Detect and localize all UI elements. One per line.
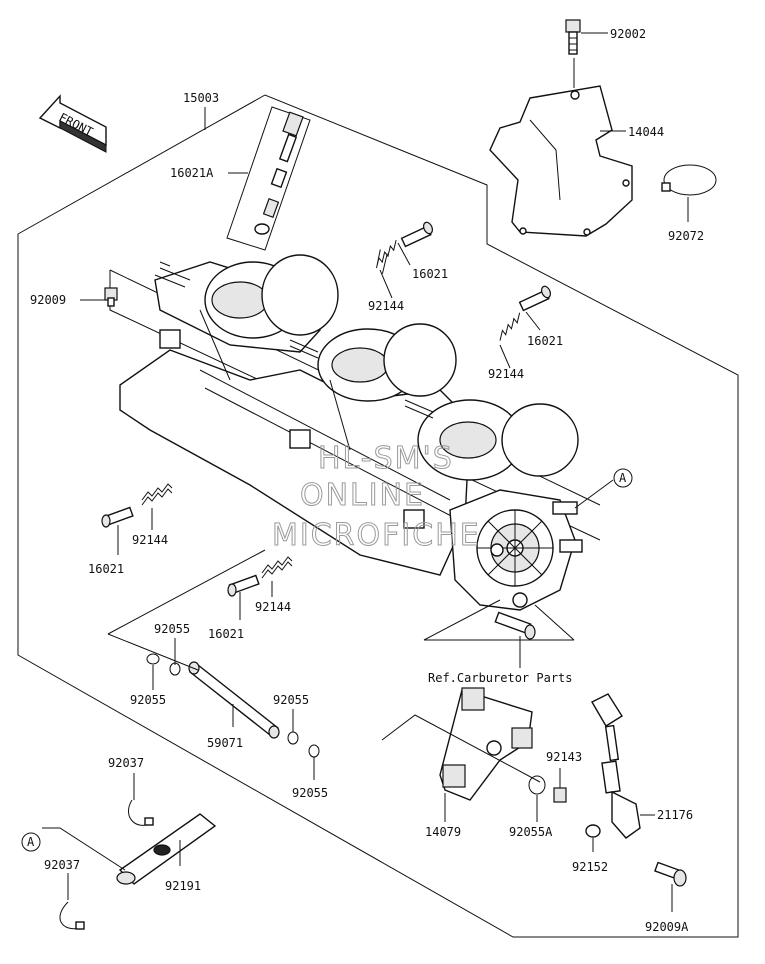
oring-92055A: [528, 775, 546, 795]
bracket-guide-line: [381, 714, 541, 783]
svg-text:A: A: [27, 835, 35, 849]
label-92144-d: 92144: [255, 600, 291, 614]
pipe-guide-line: [107, 549, 266, 635]
svg-text:ONLINE: ONLINE: [300, 478, 425, 513]
label-59071: 59071: [207, 736, 243, 750]
label-92055-b: 92055: [130, 693, 166, 707]
label-92143: 92143: [546, 750, 582, 764]
label-16021-c: 16021: [88, 562, 124, 576]
ref-bolt: [494, 611, 536, 640]
label-92055A: 92055A: [509, 825, 553, 839]
label-15003: 15003: [183, 91, 219, 105]
oring-92055-1: [146, 653, 160, 665]
label-92055-c: 92055: [273, 693, 309, 707]
label-92055-a: 92055: [154, 622, 190, 636]
label-ref-carburetor: Ref.Carburetor Parts: [428, 671, 573, 685]
callout-a-bottom: A: [21, 832, 41, 852]
label-21176: 21176: [657, 808, 693, 822]
label-16021A: 16021A: [170, 166, 214, 180]
label-92144-a: 92144: [368, 299, 404, 313]
label-92002: 92002: [610, 27, 646, 41]
label-92009A: 92009A: [645, 920, 689, 934]
bracket-14079: [439, 687, 533, 801]
label-92191: 92191: [165, 879, 201, 893]
screw-16021-c: [101, 506, 134, 528]
choke-lever-21176: [591, 693, 641, 839]
label-14079: 14079: [425, 825, 461, 839]
front-arrow: FRONT: [38, 94, 107, 153]
oring-92055-4: [308, 744, 320, 758]
label-92009: 92009: [30, 293, 66, 307]
bracket-14044: [489, 85, 633, 237]
label-16021-a: 16021: [412, 267, 448, 281]
spring-92144-upper2: [499, 312, 521, 341]
screw-16021-b: [518, 285, 552, 312]
label-14044: 14044: [628, 125, 664, 139]
label-16021-d: 16021: [208, 627, 244, 641]
label-92144-b: 92144: [488, 367, 524, 381]
label-92072: 92072: [668, 229, 704, 243]
plunger-16021A: [226, 106, 311, 251]
svg-text:A: A: [619, 471, 627, 485]
leader-lines: [67, 32, 689, 912]
washer-92152: [585, 824, 601, 838]
label-92152: 92152: [572, 860, 608, 874]
screw-16021-d: [227, 574, 260, 597]
clamp-92037-upper: [127, 799, 154, 826]
label-16021-b: 16021: [527, 334, 563, 348]
pipe-guide-line-2: [107, 633, 199, 671]
svg-text:MICROFICHE: MICROFICHE: [272, 518, 481, 553]
pipe-59071: [188, 661, 280, 739]
clip-92143: [553, 787, 567, 803]
clamp-92072: [661, 164, 717, 196]
spring-top-left: [154, 261, 191, 288]
spring-92144-lower2: [261, 556, 293, 579]
label-92055-d: 92055: [292, 786, 328, 800]
spring-92144-lower1: [141, 483, 173, 506]
svg-text:HL-SM'S: HL-SM'S: [318, 441, 454, 476]
label-92144-c: 92144: [132, 533, 168, 547]
bolt-92002: [565, 19, 581, 88]
assembly-outline: [17, 94, 739, 938]
callout-a-top: A: [613, 468, 633, 488]
spring-right: [404, 399, 434, 419]
spring-mid: [289, 339, 319, 359]
clamp-92037-lower: [59, 901, 85, 930]
spring-92144-upper1: [376, 240, 397, 274]
label-92037-a: 92037: [108, 756, 144, 770]
hose-callout-line: [42, 827, 126, 871]
oring-92055-3: [287, 731, 299, 745]
screw-16021-a: [400, 221, 434, 248]
bolt-92009A: [654, 861, 687, 887]
watermark: HL-SM'S ONLINE MICROFICHE: [272, 441, 481, 554]
bolt-92009: [104, 287, 118, 307]
hose-92191: [116, 813, 217, 885]
carburetor-assembly: [109, 254, 601, 611]
label-92037-b: 92037: [44, 858, 80, 872]
